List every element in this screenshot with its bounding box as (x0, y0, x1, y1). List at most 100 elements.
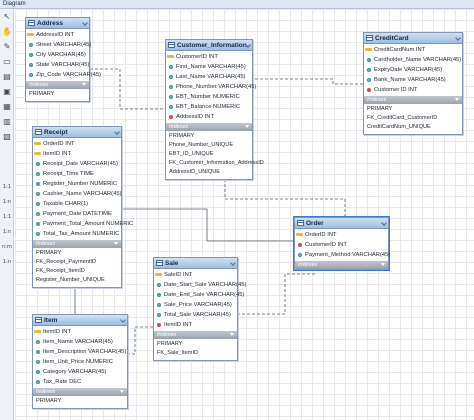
index-row[interactable]: Phone_Number_UNIQUE (169, 142, 234, 148)
column-row[interactable]: Customer ID INT (364, 85, 462, 95)
diagram-tab-title[interactable]: Diagram (0, 0, 474, 9)
column-row[interactable]: Total_Tax_Amount NUMERIC (33, 229, 121, 239)
collapse-chevron-icon[interactable] (455, 35, 461, 41)
indexes-header[interactable]: Indexes (154, 331, 237, 339)
table-title[interactable]: Item (33, 315, 127, 326)
column-row[interactable]: Phone_Number VARCHAR(45) (166, 82, 256, 92)
relation-1-n-id-icon[interactable]: 1:n (2, 229, 12, 235)
indexes-header[interactable]: Indexes (295, 261, 388, 269)
column-row[interactable]: Cashier_Name VARCHAR(45) (33, 189, 122, 199)
column-row[interactable]: Zip_Code VARCHAR(45) (26, 70, 101, 80)
column-row[interactable]: Bank_Name VARCHAR(45) (364, 75, 462, 85)
relation-1-1-id-icon[interactable]: 1:1 (2, 214, 12, 220)
index-row[interactable]: PRIMARY (169, 133, 195, 139)
collapse-chevron-icon[interactable] (82, 20, 88, 26)
collapse-chevron-icon[interactable] (381, 220, 387, 226)
relation-1-n-icon[interactable]: 1:n (2, 199, 12, 205)
column-row[interactable]: OrderID INT (33, 139, 121, 149)
column-row[interactable]: AddressID INT (166, 112, 252, 122)
column-row[interactable]: Street VARCHAR(45) (26, 40, 91, 50)
column-row[interactable]: Receipt_Time TIME (33, 169, 121, 179)
index-row[interactable]: FK_Receipt_PaymentID (36, 259, 97, 265)
eraser-icon[interactable]: ✎ (3, 42, 11, 51)
column-row[interactable]: CustomerID INT (166, 52, 252, 62)
column-row[interactable]: Payment_Date DATETIME (33, 209, 121, 219)
column-row[interactable]: SaleID INT (154, 270, 237, 280)
index-row[interactable]: FK_CreditCard_CustomerID (367, 115, 438, 121)
column-row[interactable]: Payment_Method VARCHAR(45) (295, 250, 390, 260)
column-row[interactable]: Category VARCHAR(45) (33, 367, 127, 377)
index-row[interactable]: AddressID_UNIQUE (169, 169, 220, 175)
collapse-chevron-icon[interactable] (114, 129, 120, 135)
indexes-header[interactable]: Indexes (364, 96, 462, 104)
relation-existing-icon[interactable]: 1:n (2, 259, 12, 265)
column-row[interactable]: Taxable CHAR(1) (33, 199, 121, 209)
column-row[interactable]: Date_Start_Sale VARCHAR(45) (154, 280, 246, 290)
column-row[interactable]: City VARCHAR(45) (26, 50, 89, 60)
table-title[interactable]: Sale (154, 258, 237, 269)
column-row[interactable]: Sale_Price VARCHAR(45) (154, 300, 237, 310)
index-row[interactable]: FK_Receipt_ItemID (36, 268, 85, 274)
column-row[interactable]: Payment_Total_Amount NUMERIC (33, 219, 133, 229)
column-row[interactable]: State VARCHAR(45) (26, 60, 89, 70)
view-icon[interactable]: ▥ (3, 117, 11, 126)
column-row[interactable]: EBT_Balance NUMERIC (166, 102, 252, 112)
table-title[interactable]: CreditCard (364, 33, 462, 44)
collapse-chevron-icon[interactable] (230, 260, 236, 266)
column-row[interactable]: First_Name VARCHAR(45) (166, 62, 252, 72)
indexes-header[interactable]: Indexes (166, 123, 252, 131)
table-icon[interactable]: ▦ (3, 102, 11, 111)
column-row[interactable]: Date_End_Sale VARCHAR(45) (154, 290, 244, 300)
index-row[interactable]: PRIMARY (157, 341, 183, 347)
text-icon[interactable]: ▤ (3, 72, 11, 81)
index-row[interactable]: PRIMARY (36, 398, 62, 404)
column-row[interactable]: OrderID INT (295, 230, 388, 240)
column-row[interactable]: AddressID INT (26, 30, 89, 40)
column-row[interactable]: Item_Description VARCHAR(45) (33, 347, 127, 357)
image-icon[interactable]: ▣ (3, 87, 11, 96)
index-row[interactable]: EBT_ID_UNIQUE (169, 151, 214, 157)
column-row[interactable]: ItemID INT (33, 327, 127, 337)
index-row[interactable]: FK_Sale_ItemID (157, 350, 199, 356)
column-row[interactable]: Item_Name VARCHAR(45) (33, 337, 127, 347)
indexes-header[interactable]: Indexes (33, 240, 121, 248)
column-row[interactable]: ItemID INT (33, 149, 121, 159)
table-title[interactable]: Receipt (33, 127, 121, 138)
column-row[interactable]: EBT_Number NUMERIC (166, 92, 252, 102)
column-row[interactable]: Total_Sale VARCHAR(45) (154, 310, 237, 320)
relation-1-1-icon[interactable]: 1:1 (2, 184, 12, 190)
collapse-chevron-icon[interactable] (120, 317, 126, 323)
hand-icon[interactable]: ✋ (2, 27, 12, 36)
select-icon[interactable]: ↖ (3, 12, 11, 21)
index-row[interactable]: CreditCardNum_UNIQUE (367, 124, 431, 130)
column-row[interactable]: Receipt_Date VARCHAR(45) (33, 159, 121, 169)
column-row[interactable]: Last_Name VARCHAR(45) (166, 72, 252, 82)
indexes-header[interactable]: Indexes (26, 81, 89, 89)
routine-icon[interactable]: ▧ (3, 132, 11, 141)
index-row[interactable]: PRIMARY (367, 106, 393, 112)
column-row[interactable]: Tax_Rate DEC (33, 377, 127, 387)
relation-n-m-icon[interactable]: n:m (2, 244, 12, 250)
column-row[interactable]: CustomerID INT (295, 240, 388, 250)
column-row[interactable]: Cardholder_Name VARCHAR(45) (364, 55, 462, 65)
table-title[interactable]: Customer_Information (166, 40, 252, 51)
column-row[interactable]: ExpiryDate VARCHAR(45) (364, 65, 462, 75)
column-row[interactable]: CreditCardNum INT (364, 45, 462, 55)
index-row[interactable]: PRIMARY (36, 250, 62, 256)
table-title[interactable]: Address (26, 18, 89, 29)
column-row[interactable]: ItemID INT (154, 320, 237, 330)
index-row[interactable]: Register_Number_UNIQUE (36, 277, 105, 283)
column-row[interactable]: Register_Number NUMERIC (33, 179, 121, 189)
column-row[interactable]: Item_Unit_Price NUMERIC (33, 357, 127, 367)
index-row[interactable]: FK_Customer_Information_AddressID (169, 160, 264, 166)
index-row[interactable]: PRIMARY (29, 91, 55, 97)
layer-icon[interactable]: ▭ (3, 57, 11, 66)
table-title[interactable]: Order (295, 218, 388, 229)
